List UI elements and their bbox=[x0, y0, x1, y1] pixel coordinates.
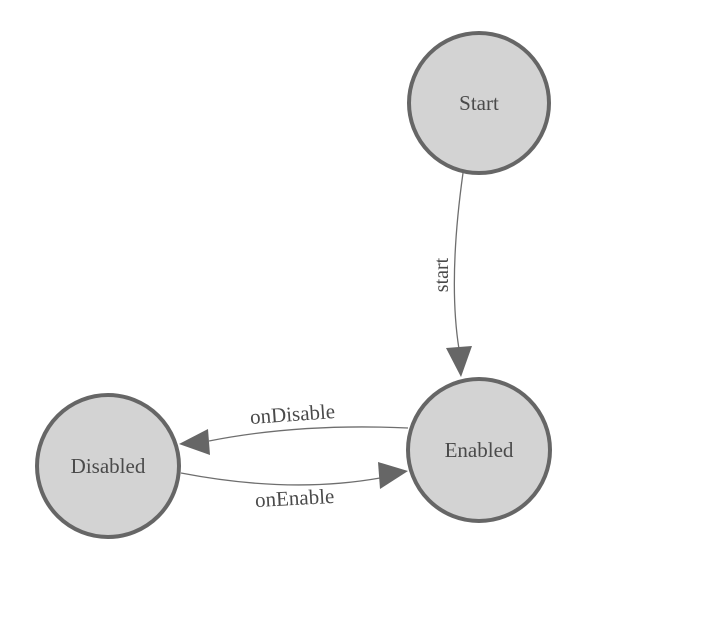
node-start: Start bbox=[407, 31, 551, 175]
edge-label-onenable: onEnable bbox=[254, 484, 334, 512]
node-enabled: Enabled bbox=[406, 377, 552, 523]
edge-start-to-enabled-line bbox=[453, 172, 464, 350]
node-disabled-circle bbox=[35, 393, 181, 539]
edge-start-to-enabled: start bbox=[431, 172, 472, 377]
arrowhead-into-enabled-top bbox=[446, 346, 472, 377]
node-disabled-label: Disabled bbox=[71, 454, 146, 478]
edge-enabled-to-disabled-line bbox=[208, 426, 409, 442]
edge-enabled-to-disabled: onDisable bbox=[179, 399, 409, 455]
arrowhead-into-disabled bbox=[179, 429, 210, 455]
node-disabled: Disabled bbox=[35, 393, 181, 539]
node-enabled-circle bbox=[406, 377, 552, 523]
arrowhead-into-enabled-left bbox=[378, 462, 408, 489]
edge-label-ondisable: onDisable bbox=[249, 399, 336, 429]
edge-disabled-to-enabled: onEnable bbox=[180, 462, 408, 512]
edge-label-start: start bbox=[431, 257, 453, 292]
node-start-circle bbox=[407, 31, 551, 175]
edge-disabled-to-enabled-line bbox=[180, 472, 381, 486]
node-start-label: Start bbox=[459, 91, 499, 115]
node-enabled-label: Enabled bbox=[445, 438, 514, 462]
